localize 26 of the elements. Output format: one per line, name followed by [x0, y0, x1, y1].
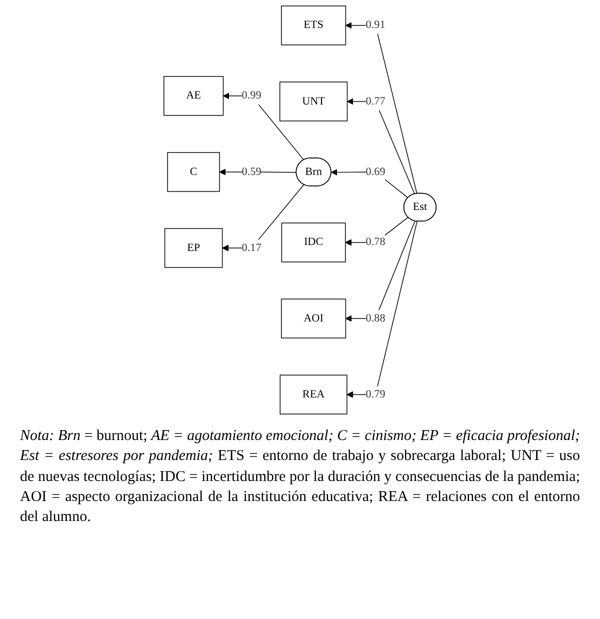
node-box: ETS [281, 6, 346, 46]
node-box: C [167, 152, 220, 192]
node-box: IDC [281, 222, 346, 262]
arrow [346, 221, 418, 398]
node-box: AOI [281, 298, 346, 338]
node-box: REA [280, 374, 348, 414]
caption-note: Nota: Brn = burnout; AE = agotamiento emocional; C = cinismo; EP = eficacia profesional; Est = estresores por pandemia; ETS = entorno de trabajo y sobrecarga laboral; UNT = uso de nuevas tecnologías; IDC = incertidumbre por la duración y consecuencias de la pandemia; AOI = aspecto organizacional de la institución educativa; REA = relaciones con el entorno del alumno. [20, 427, 580, 527]
edge-label: 0.17 [242, 242, 262, 254]
arrow [346, 98, 416, 194]
edge-label: 0.88 [366, 312, 386, 324]
arrow [345, 22, 418, 194]
node-box: EP [164, 228, 223, 268]
arrow [331, 169, 408, 198]
edge-label: 0.77 [366, 95, 386, 108]
edge-label: 0.69 [366, 166, 386, 178]
edge-label: 0.91 [366, 19, 386, 32]
node-box: UNT [279, 82, 348, 122]
arrow [222, 92, 304, 160]
arrow [345, 220, 416, 322]
edge-label: 0.78 [366, 236, 386, 248]
node-box: AE [164, 76, 224, 116]
arrow [222, 184, 304, 252]
edge-label: 0.99 [242, 90, 262, 102]
edge-label: 0.59 [242, 166, 262, 178]
arrow [345, 216, 408, 246]
edge-label: 0.79 [366, 388, 386, 400]
